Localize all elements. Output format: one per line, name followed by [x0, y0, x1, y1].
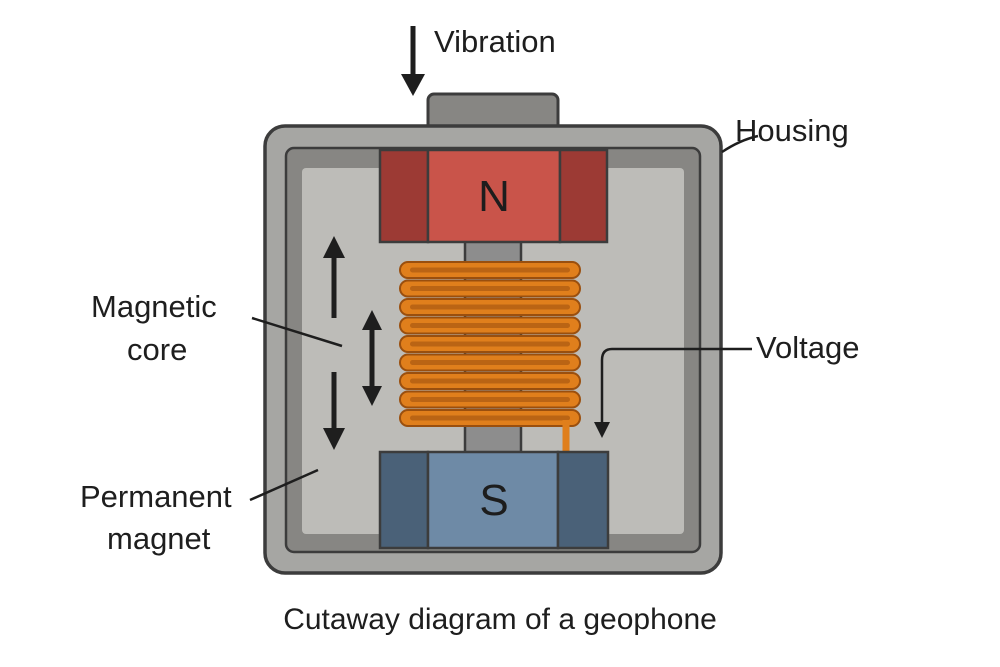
south-pole-label: S — [479, 476, 509, 525]
coil-turn-gap — [410, 304, 570, 310]
coil-turn-gap — [410, 267, 570, 273]
coil-turn-gap — [410, 341, 570, 347]
caption: Cutaway diagram of a geophone — [283, 603, 717, 636]
magnetic-core-label-line2: core — [127, 332, 188, 367]
north-pole-label: N — [478, 172, 510, 221]
vibration-label: Vibration — [434, 24, 556, 59]
north-magnet-left-side — [378, 148, 430, 244]
motion-arrow-up-head — [323, 236, 345, 258]
motion-arrow-double-head-bottom — [362, 386, 382, 406]
voltage-arrow-head — [594, 422, 610, 438]
north-magnet-right-side — [558, 148, 609, 244]
housing-label: Housing — [735, 113, 849, 148]
permanent-magnet-label-line2: magnet — [107, 521, 211, 556]
south-magnet-body — [426, 450, 560, 550]
magnetic-core-leader-line — [251, 316, 343, 348]
coil-turn-gap — [410, 378, 570, 384]
coil-turn-gap — [410, 323, 570, 328]
coil-turn-gap — [410, 360, 570, 365]
south-magnet-left-side — [378, 450, 430, 550]
voltage-label: Voltage — [756, 330, 860, 365]
coil — [399, 261, 581, 427]
coil-turn-gap — [410, 286, 570, 291]
motion-arrow-double-head-top — [362, 310, 382, 330]
vibration-arrow-head — [401, 74, 425, 96]
permanent-magnet-label-line1: Permanent — [80, 479, 232, 514]
permanent-magnet-leader-line — [249, 468, 319, 502]
coil-turn-gap — [410, 397, 570, 402]
motion-arrow-down-head — [323, 428, 345, 450]
housing-leader-line — [721, 134, 759, 154]
magnetic-core-label-line1: Magnetic — [91, 289, 217, 324]
voltage-leader-line — [600, 347, 752, 424]
coil-turn-gap — [410, 415, 570, 421]
south-magnet-right-side — [556, 450, 610, 550]
